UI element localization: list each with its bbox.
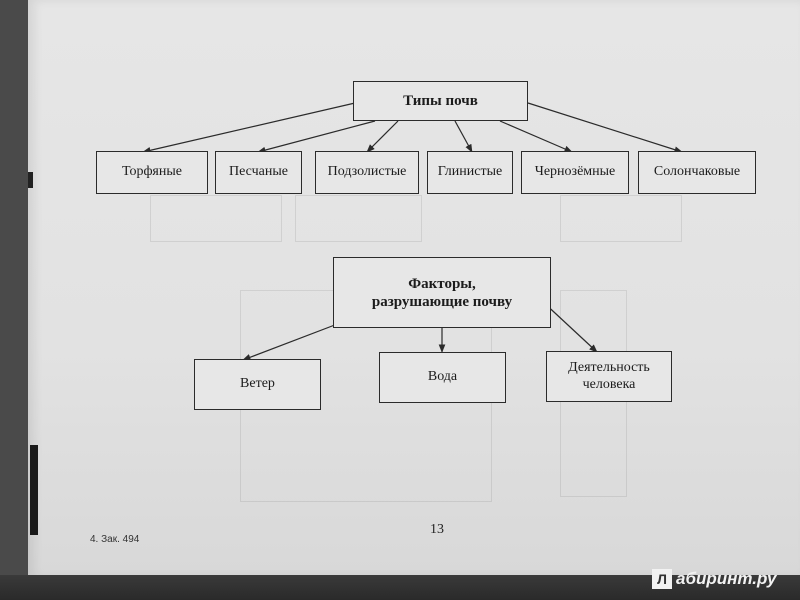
soil-type-box: Чернозёмные — [521, 151, 629, 194]
arrow-to-peschanye — [257, 120, 376, 154]
factors-title-line2: разрушающие почву — [371, 293, 513, 310]
factor-box: Деятельность человека — [546, 351, 672, 402]
soil-type-box: Солончаковые — [638, 151, 756, 194]
watermark-text: абиринт.ру — [676, 569, 777, 588]
soil-type-label: Глинистые — [437, 164, 503, 180]
factors-title-box: Факторы, разрушающие почву — [333, 257, 551, 328]
soil-types-title-box: Типы почв — [353, 81, 528, 121]
page-tab-mark — [28, 172, 33, 188]
arrow-to-veter — [242, 322, 341, 361]
show-through-box — [560, 195, 682, 242]
arrow-to-glinistye — [454, 120, 473, 153]
soil-type-box: Глинистые — [427, 151, 513, 194]
soil-types-title: Типы почв — [403, 93, 478, 109]
soil-type-box: Торфяные — [96, 151, 208, 194]
soil-type-box: Подзолистые — [315, 151, 419, 194]
soil-type-box: Песчаные — [215, 151, 302, 194]
watermark: Л абиринт.ру — [652, 568, 776, 590]
factor-box: Ветер — [194, 359, 321, 410]
factor-label: Вода — [427, 369, 458, 385]
factor-label: Деятельность человека — [568, 359, 650, 392]
show-through-box — [150, 195, 282, 242]
soil-type-label: Чернозёмные — [534, 164, 616, 180]
soil-type-label: Песчаные — [229, 164, 288, 180]
arrow-to-solonchakovye — [527, 102, 683, 153]
soil-type-label: Торфяные — [122, 164, 182, 180]
print-code: 4. Зак. 494 — [90, 534, 140, 545]
soil-type-label: Солончаковые — [653, 164, 741, 180]
soil-type-label: Подзолистые — [327, 164, 407, 180]
show-through-box — [295, 195, 422, 242]
page-number: 13 — [430, 522, 444, 537]
factor-label: Ветер — [240, 376, 275, 392]
arrow-to-torfyanye — [142, 102, 356, 154]
factors-title-line1: Факторы, — [408, 275, 476, 292]
labirint-logo-icon: Л — [652, 569, 672, 589]
factor-box: Вода — [379, 352, 506, 403]
page-edge-mark — [30, 445, 38, 535]
arrow-to-chernozemnye — [499, 120, 573, 153]
arrow-to-podzolistye — [366, 120, 399, 153]
